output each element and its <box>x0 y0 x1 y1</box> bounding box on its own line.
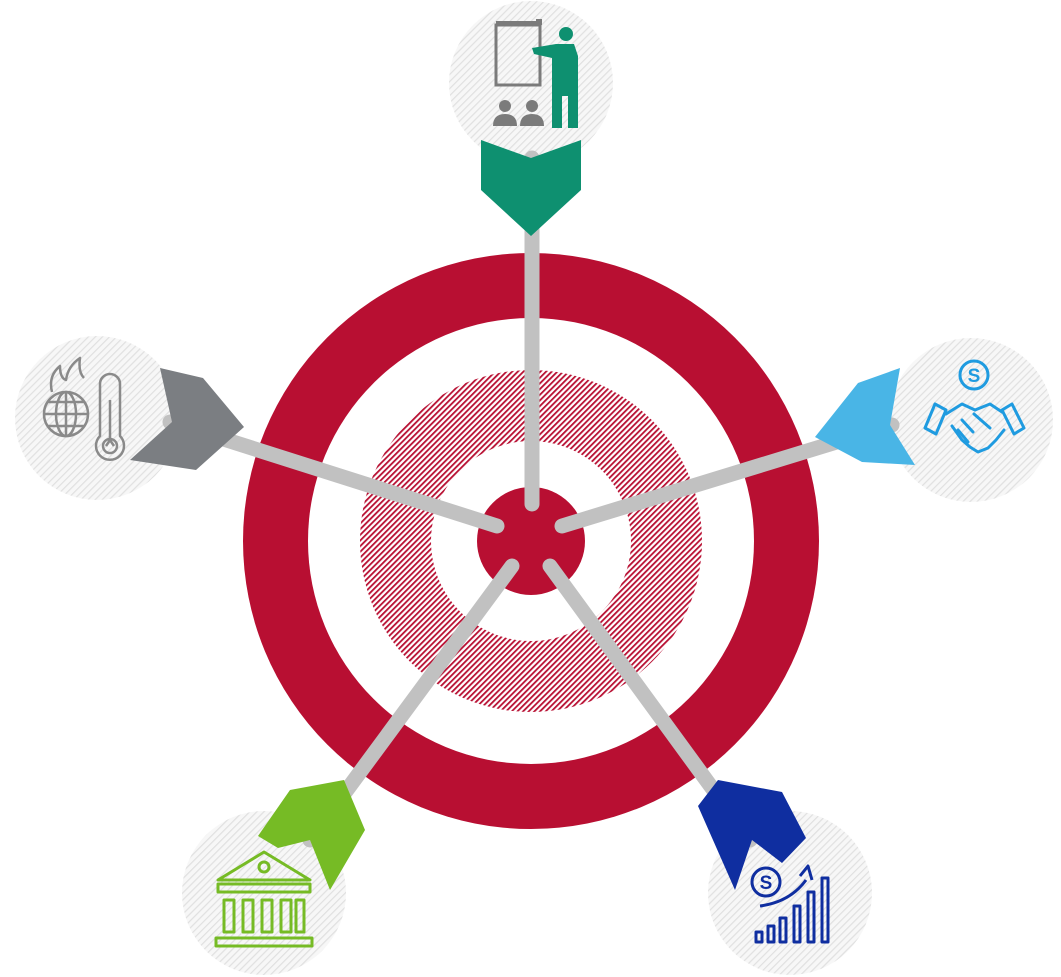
fletching-right <box>815 368 915 465</box>
dollar-growth-chart-icon: S <box>750 864 830 944</box>
bank-building-icon <box>214 850 314 948</box>
presentation-icon <box>493 19 578 128</box>
arrow-fletchings <box>130 140 915 890</box>
fletching-top <box>481 140 581 236</box>
handshake-dollar-icon: S <box>923 359 1026 454</box>
global-warming-thermometer-icon <box>42 356 126 462</box>
svg-text:S: S <box>760 873 773 894</box>
target <box>243 253 819 829</box>
svg-text:S: S <box>968 366 981 387</box>
fletching-bottom-left <box>258 780 365 890</box>
badge-bottom-right <box>708 811 872 975</box>
fletching-left <box>130 368 244 470</box>
badge-left <box>15 336 179 500</box>
fletching-bottom-right <box>698 780 806 890</box>
badge-right <box>889 338 1053 502</box>
